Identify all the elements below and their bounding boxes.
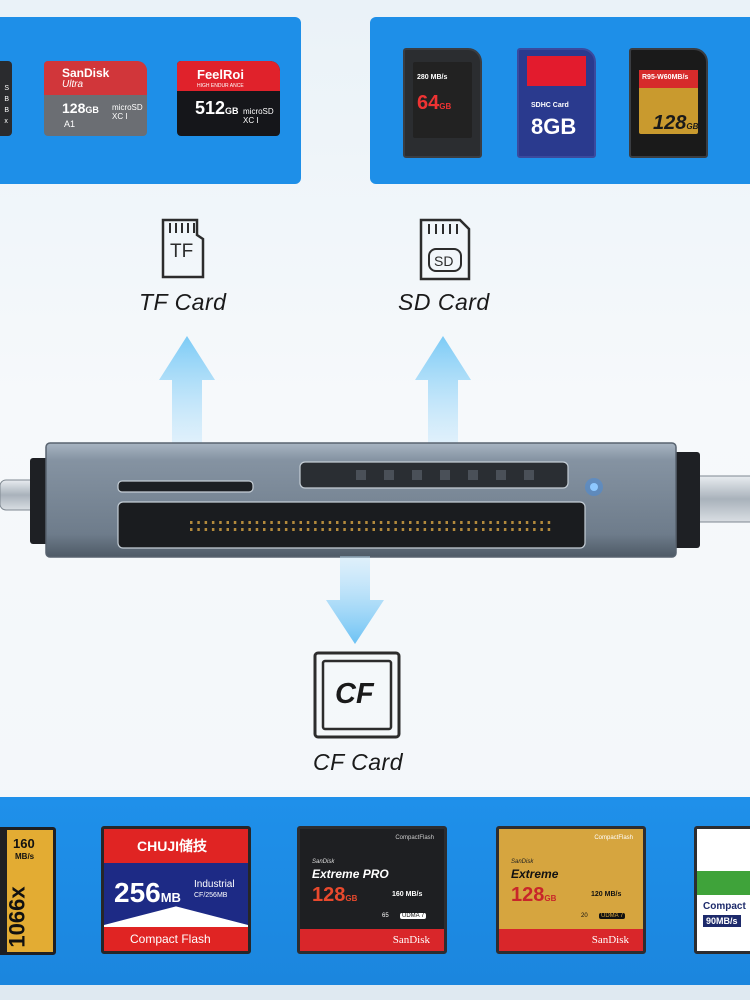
sd-card-caption: SD Card [398, 289, 490, 315]
sd-cards-panel: 280 MB/s 64GB SDHC Card 8GB R95-W60MB/s … [370, 17, 750, 184]
tf-slot-up-arrow [159, 336, 215, 444]
sandisk-extreme-pro-cf-card: CompactFlash SanDisk Extreme PRO 128GB 1… [297, 826, 447, 954]
sd-card-64gb: 280 MB/s 64GB [403, 48, 482, 158]
cf-cards-panel: 160 MB/s 1066x CHUJI储技 256MB Industrial … [0, 797, 750, 985]
bottom-strip [0, 985, 750, 1000]
sd-icon-label: SD [434, 253, 454, 269]
card-reader-device [0, 440, 750, 560]
sandisk-ultra-microsd-card: SanDisk Ultra 128GB microSD XC I A1 [44, 61, 147, 136]
tf-card-icon: TF [160, 217, 206, 280]
sandisk-extreme-cf-card: CompactFlash SanDisk Extreme 128GB 120 M… [496, 826, 646, 954]
partial-cf-card-90mbs: Compact 90MB/s [694, 826, 750, 954]
feelroi-microsd-card: FeelRoi HIGH ENDUR ANCE 512GB microSD XC… [177, 61, 280, 136]
cf-icon-label: CF [335, 678, 374, 710]
chuji-cf-card-256mb: CHUJI储技 256MB Industrial CF/256MB Compac… [101, 826, 251, 954]
tf-icon-label: TF [170, 241, 194, 262]
cf-card-caption: CF Card [313, 749, 403, 775]
sd-slot-up-arrow [415, 336, 471, 444]
cf-card-1066x: 160 MB/s 1066x [0, 827, 56, 955]
sd-card-icon: SD [418, 217, 472, 282]
tf-card-caption: TF Card [139, 289, 227, 315]
sd-card-128gb: R95-W60MB/s 128GB [629, 48, 708, 158]
sdhc-card-8gb: SDHC Card 8GB [517, 48, 596, 158]
cf-card-icon: CF [313, 651, 401, 739]
cf-slot-down-arrow [326, 556, 384, 644]
